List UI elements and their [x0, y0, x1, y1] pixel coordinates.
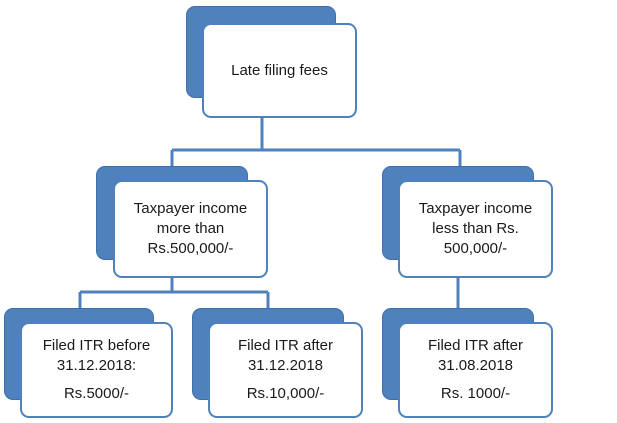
node-line-1: Filed ITR after: [237, 337, 334, 354]
node-line-1: Filed ITR after: [427, 337, 524, 354]
node-box: Filed ITR after 31.12.2018 Rs.10,000/-: [208, 322, 363, 418]
node-line-3: Rs.500,000/-: [147, 240, 234, 257]
node-line-2: 31.12.2018:: [56, 357, 137, 374]
node-line-2: 31.08.2018: [437, 357, 514, 374]
node-line-1: Taxpayer income: [418, 200, 533, 217]
node-box: Taxpayer income more than Rs.500,000/-: [113, 180, 268, 278]
node-box: Taxpayer income less than Rs. 500,000/-: [398, 180, 553, 278]
node-line-1: Filed ITR before: [42, 337, 151, 354]
node-line-3: Rs.10,000/-: [246, 385, 325, 402]
node-line-2: more than: [156, 220, 225, 237]
node-box: Filed ITR after 31.08.2018 Rs. 1000/-: [398, 322, 553, 418]
node-box: Filed ITR before 31.12.2018: Rs.5000/-: [20, 322, 173, 418]
node-line-3: Rs. 1000/-: [440, 385, 511, 402]
node-box: Late filing fees: [202, 23, 357, 118]
node-label: Late filing fees: [231, 61, 328, 79]
node-line-3: Rs.5000/-: [63, 385, 130, 402]
node-line-3: 500,000/-: [443, 240, 508, 257]
node-line-2: less than Rs.: [432, 220, 519, 237]
node-line-1: Taxpayer income: [133, 200, 248, 217]
node-line-2: 31.12.2018: [247, 357, 324, 374]
